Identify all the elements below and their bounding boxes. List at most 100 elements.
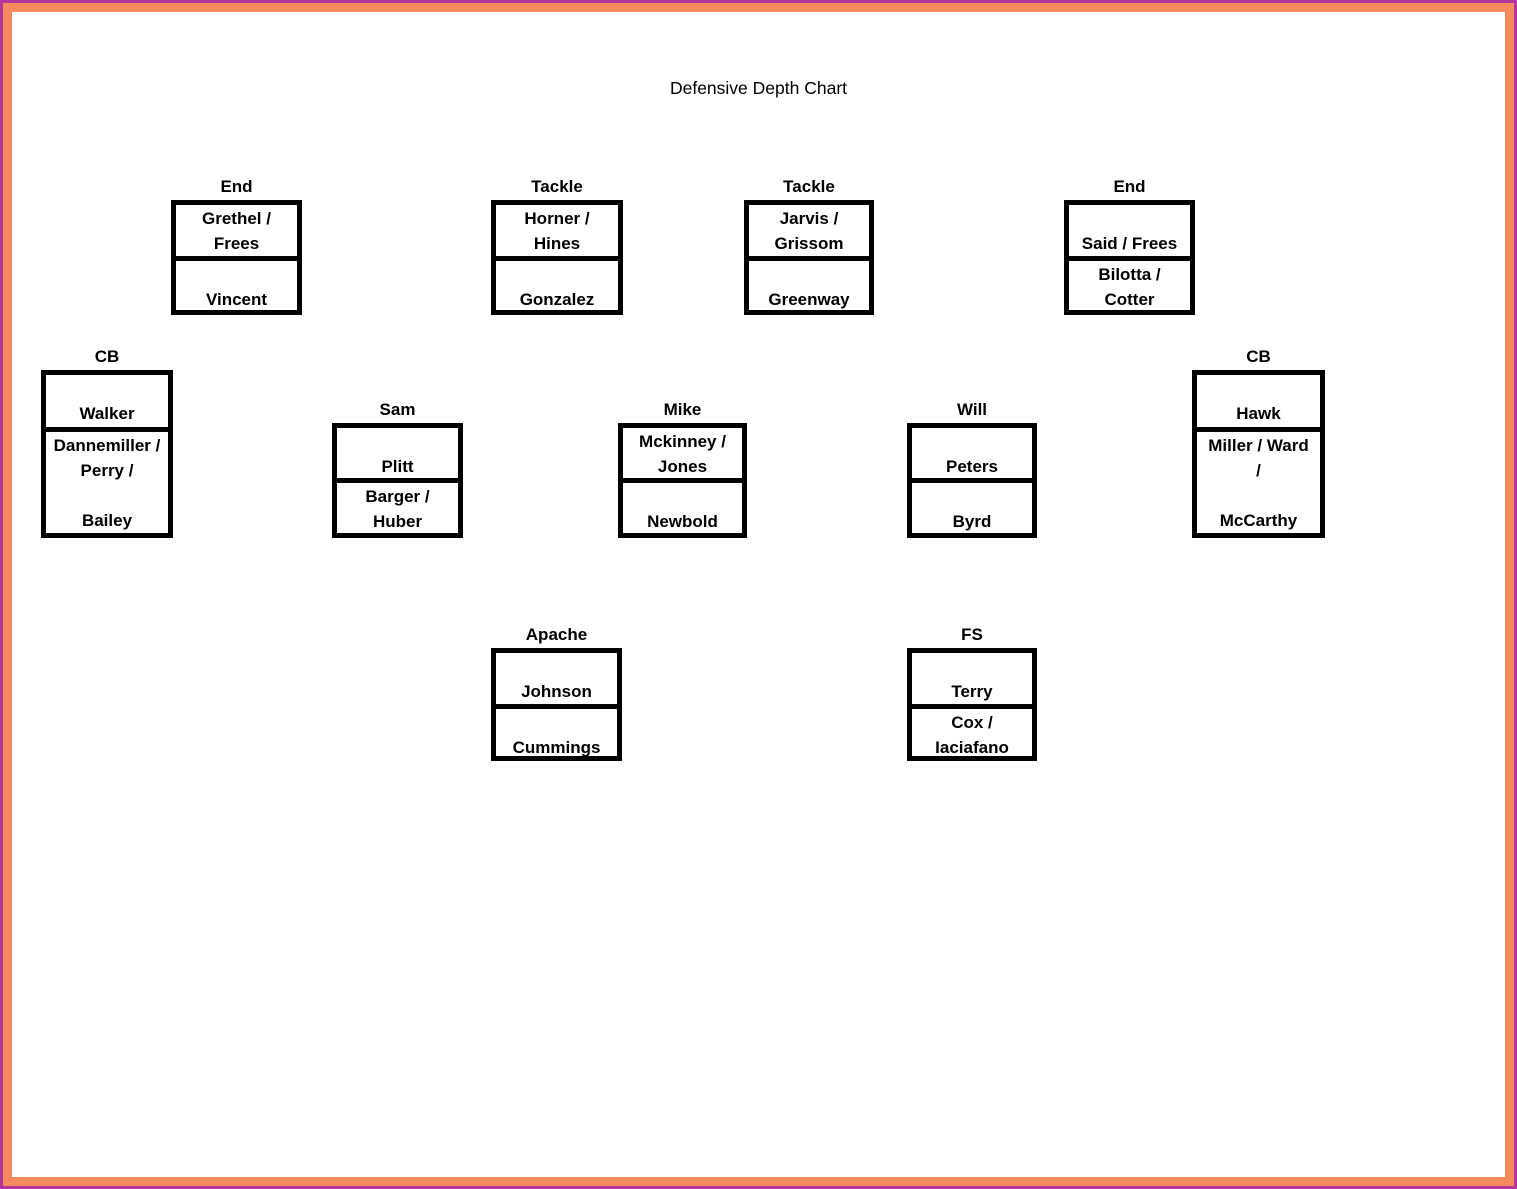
player-line: Frees [213,234,260,253]
position-group-tackle-left: Tackle Horner / Hines Gonzalez [491,176,623,315]
player-line [1069,206,1190,231]
player-line: Hawk [1236,404,1281,423]
position-label: End [1113,177,1146,196]
player-line: McCarthy [1219,511,1298,530]
depth-box: Hawk Miller / Ward / McCarthy [1192,370,1325,538]
depth-cell-backups: Newbold [623,483,742,534]
position-label: Tackle [531,177,583,196]
depth-cell-backups: Barger / Huber [337,483,458,534]
depth-cell-starters: Horner / Hines [496,205,618,261]
position-label: End [220,177,253,196]
player-line: Cotter [1104,290,1155,309]
player-line [912,429,1032,454]
depth-cell-starters: Plitt [337,428,458,483]
depth-cell-backups: Cox / Iaciafano [912,709,1032,760]
player-line: Walker [79,404,135,423]
depth-box: Plitt Barger / Huber [332,423,463,538]
player-line: Hines [533,234,581,253]
depth-cell-starters: Terry [912,653,1032,709]
position-label: Tackle [783,177,835,196]
depth-box: Said / Frees Bilotta / Cotter [1064,200,1195,315]
depth-box: Grethel / Frees Vincent [171,200,302,315]
player-line: Byrd [952,512,992,531]
position-group-cb-right: CB Hawk Miller / Ward / McCarthy [1192,346,1325,538]
depth-box: Mckinney / Jones Newbold [618,423,747,538]
player-line: Grissom [774,234,844,253]
player-line [1197,483,1320,508]
depth-box: Terry Cox / Iaciafano [907,648,1037,761]
player-line: Miller / Ward [1208,436,1309,455]
player-line [496,710,617,735]
depth-cell-backups: Byrd [912,483,1032,534]
player-line: Horner / [524,209,590,228]
position-label: Apache [525,625,588,644]
position-group-fs: FS Terry Cox / Iaciafano [907,624,1037,761]
player-line [337,429,458,454]
position-group-cb-left: CB Walker Dannemiller /Perry /Bailey [41,346,173,538]
depth-cell-starters: Johnson [496,653,617,709]
player-line: Cox / [951,713,993,732]
player-line: Bailey [81,511,133,530]
depth-cell-backups: Greenway [749,261,869,312]
position-group-sam: Sam Plitt Barger / Huber [332,399,463,538]
depth-cell-backups: Miller / Ward / McCarthy [1197,432,1320,533]
player-line: / [1256,461,1261,480]
player-line [46,483,168,508]
depth-cell-backups: Bilotta / Cotter [1069,261,1190,312]
depth-cell-starters: Hawk [1197,375,1320,432]
player-line: Iaciafano [935,738,1009,757]
position-label: CB [1246,347,1271,366]
player-line: Jones [657,457,708,476]
player-line [1197,376,1320,401]
position-group-mike: Mike Mckinney / Jones Newbold [618,399,747,538]
position-label: Sam [379,400,416,419]
depth-box: Walker Dannemiller /Perry /Bailey [41,370,173,538]
depth-box: Jarvis / Grissom Greenway [744,200,874,315]
player-line: Cummings [512,738,601,757]
depth-cell-backups: Cummings [496,709,617,760]
player-line [749,262,869,287]
depth-cell-starters: Grethel / Frees [176,205,297,261]
player-line: Mckinney / [639,432,726,451]
player-line: Greenway [768,290,850,309]
player-line [623,484,742,509]
player-line [496,654,617,679]
position-label: FS [961,625,983,644]
depth-box: Johnson Cummings [491,648,622,761]
position-group-will: Will Peters Byrd [907,399,1037,538]
position-label: CB [94,347,120,366]
depth-box: Peters Byrd [907,423,1037,538]
player-line: Peters [946,457,998,476]
position-group-tackle-right: Tackle Jarvis / Grissom Greenway [744,176,874,315]
page-title: Defensive Depth Chart [669,78,848,98]
player-line: Vincent [205,290,268,309]
player-line: Grethel / [202,209,271,228]
player-line: Gonzalez [519,290,595,309]
depth-cell-backups: Dannemiller /Perry /Bailey [46,432,168,533]
player-line [176,262,297,287]
player-line: Plitt [381,457,414,476]
position-group-end-right: End Said / Frees Bilotta / Cotter [1064,176,1195,315]
player-line: Barger / [365,487,430,506]
player-line: Said / Frees [1081,234,1178,253]
player-line: Johnson [521,682,592,701]
player-line: Bilotta / [1098,265,1161,284]
depth-cell-backups: Gonzalez [496,261,618,312]
player-line [912,484,1032,509]
depth-cell-starters: Jarvis / Grissom [749,205,869,261]
player-line [46,376,168,401]
player-line [496,262,618,287]
position-label: Mike [663,400,702,419]
depth-cell-starters: Walker [46,375,168,432]
depth-cell-starters: Said / Frees [1069,205,1190,261]
position-group-end-left: End Grethel / Frees Vincent [171,176,302,315]
position-group-apache: Apache Johnson Cummings [491,624,622,761]
player-line: Jarvis / [779,209,839,228]
depth-box: Horner / Hines Gonzalez [491,200,623,315]
depth-cell-starters: Mckinney / Jones [623,428,742,483]
depth-cell-starters: Peters [912,428,1032,483]
player-line: Huber [372,512,423,531]
depth-cell-backups: Vincent [176,261,297,312]
player-line: Newbold [647,512,718,531]
